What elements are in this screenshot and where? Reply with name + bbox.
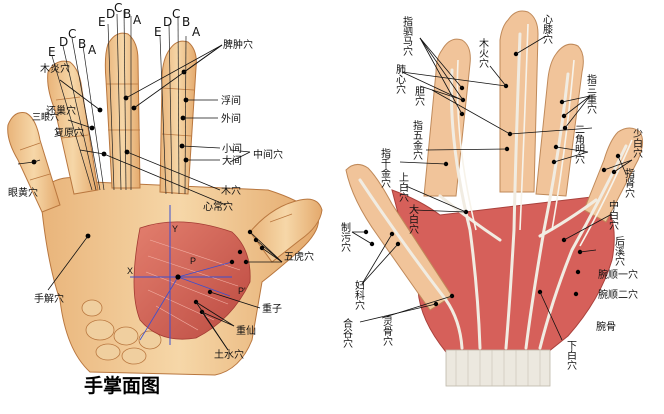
label-tushui: 土水穴 [214, 348, 244, 361]
acupoint-dot [175, 274, 181, 280]
axis-p2-label: P' [238, 286, 246, 296]
acupoint-dot [573, 291, 579, 297]
right-leader-lines [351, 35, 633, 341]
label-wuhu: 五虎穴 [284, 250, 314, 263]
left-muscle-fibers [145, 239, 241, 331]
right-index-finger [423, 38, 471, 197]
column-letter: E [98, 15, 106, 29]
label-linggu: 灵骨穴 [381, 316, 393, 347]
axis-p-label: P [190, 256, 196, 266]
label-dabai: 大白穴 [407, 203, 419, 235]
acupoint-dot [237, 249, 243, 255]
left-ring-finger [47, 60, 99, 195]
right-ring-finger [535, 43, 584, 197]
label-chongzi: 重子 [262, 302, 282, 315]
label-shangbai: 上白穴 [397, 172, 409, 203]
label-feixin: 肺心穴 [394, 64, 406, 95]
label-fuyuan: 复原穴 [54, 126, 84, 139]
label-pizhong: 脾肿穴 [223, 38, 253, 51]
right-palm-shape [391, 189, 615, 353]
column-letter: E [48, 45, 56, 59]
column-letter: B [78, 37, 86, 51]
label-wanshun2: 腕顺二穴 [598, 288, 638, 301]
label-hegu: 合谷穴 [341, 317, 353, 349]
label-muhuo: 木火穴 [477, 38, 489, 69]
left-labels: 脾肿穴 浮间 外间 小间 大间 中间穴 木穴 心常穴 木炎穴 还巢穴 三眼穴 复… [8, 38, 314, 361]
column-letter: A [88, 43, 97, 57]
label-sanyan: 三眼穴 [32, 111, 59, 123]
label-zhijuma: 指驷马穴 [401, 15, 413, 57]
acupoint-dot [575, 269, 581, 275]
label-zhiqianjin: 指千金穴 [379, 147, 391, 189]
label-yanhuang: 眼黄穴 [8, 186, 38, 199]
label-fujian: 浮间 [221, 94, 241, 107]
column-letter: E [154, 25, 162, 39]
axis-x-label: X [127, 266, 133, 276]
column-letter: A [133, 13, 142, 27]
label-zhiwu: 制污穴 [339, 221, 351, 253]
right-labels: 指驷马穴 心膝穴 木火穴 肺心穴 胆穴 指三重穴 指五金穴 二角明穴 指千金穴 … [339, 14, 643, 371]
column-letter: D [163, 15, 172, 29]
left-leader-lines [17, 44, 283, 351]
right-wrist-stripes [455, 350, 541, 386]
label-shaobai: 少白穴 [631, 128, 643, 159]
label-chongxian: 重仙 [236, 324, 256, 337]
label-wanshun1: 腕顺一穴 [598, 268, 638, 281]
label-zhongbai: 中白穴 [607, 199, 619, 231]
label-huanchao: 还巢穴 [46, 104, 76, 117]
label-xiabai: 下白穴 [565, 340, 577, 371]
column-letter: C [114, 1, 122, 15]
left-middle-finger [104, 32, 141, 189]
column-letter: A [192, 25, 201, 39]
label-zhisanchong: 指三重穴 [585, 73, 597, 115]
label-fuke: 妇科穴 [353, 279, 365, 311]
label-shoujie: 手解穴 [34, 292, 64, 305]
label-houxi: 后溪穴 [613, 236, 625, 267]
right-wrist-band [445, 349, 551, 387]
right-hand-illustration [345, 10, 644, 387]
column-letter: B [182, 15, 190, 29]
label-waijian: 外间 [221, 112, 241, 125]
column-letter: C [68, 27, 76, 41]
label-xinchang: 心常穴 [203, 200, 233, 213]
label-dan: 胆穴 [413, 86, 425, 107]
label-muxue: 木穴 [221, 184, 241, 197]
left-carpal-bones [81, 299, 162, 365]
label-muyan: 木炎穴 [40, 62, 70, 75]
label-zhishen: 指肾穴 [623, 167, 635, 199]
acupoint-dot [229, 259, 235, 265]
label-wangu: 腕骨 [596, 320, 616, 333]
left-column-letters: E D C B A E D C B A E D C B A [48, 1, 201, 59]
column-letter: D [59, 35, 68, 49]
axis-y-label: Y [172, 224, 178, 234]
column-letter: D [106, 7, 115, 21]
label-erjiaoming: 二角明穴 [573, 124, 585, 165]
label-zhiwujin: 指五金穴 [411, 119, 423, 161]
column-letter: B [123, 7, 131, 21]
left-axis-lines [130, 205, 233, 345]
column-letter: C [172, 7, 180, 21]
label-dajian: 大间 [222, 154, 242, 167]
label-xiaojian: 小间 [222, 142, 242, 155]
left-thumb [249, 198, 323, 263]
diagram-caption: 手掌面图 [84, 374, 160, 397]
label-xinxi: 心膝穴 [541, 14, 553, 45]
label-zhongjian: 中间穴 [253, 148, 283, 161]
